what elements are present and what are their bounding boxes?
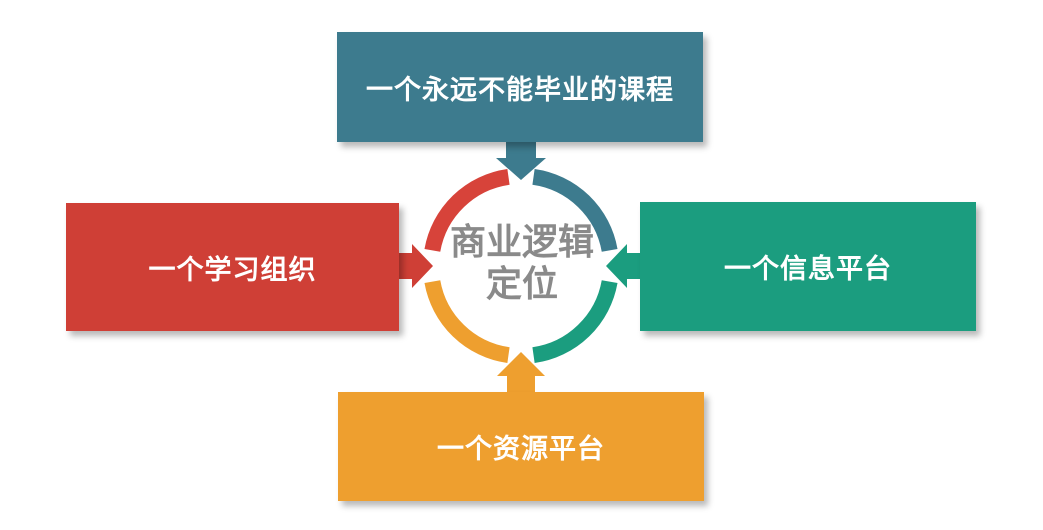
ring-arc-bottom-left — [424, 280, 510, 364]
cycle-ring — [424, 168, 618, 364]
box-lifelong-course-label: 一个永远不能毕业的课程 — [366, 74, 674, 106]
ring-arc-bottom-right — [532, 280, 618, 364]
connector-arrows — [399, 142, 640, 392]
center-label-line2: 定位 — [485, 264, 558, 305]
arrow-from-bottom — [497, 352, 545, 392]
box-resource-platform-label: 一个资源平台 — [437, 434, 605, 465]
ring-arc-top-right — [532, 168, 618, 252]
center-label: 商业逻辑 定位 — [433, 222, 611, 306]
box-information-platform-label: 一个信息平台 — [724, 254, 892, 285]
arrow-from-right — [606, 244, 640, 288]
box-learning-organization-label: 一个学习组织 — [148, 254, 317, 286]
arrow-from-left — [399, 244, 433, 288]
ring-arc-top-left — [424, 168, 510, 252]
box-learning-organization: 一个学习组织 — [66, 203, 399, 331]
center-label-line1: 商业逻辑 — [449, 222, 594, 263]
box-information-platform: 一个信息平台 — [640, 202, 976, 331]
box-resource-platform: 一个资源平台 — [338, 392, 704, 501]
box-lifelong-course: 一个永远不能毕业的课程 — [337, 32, 703, 142]
arrow-from-top — [496, 142, 546, 180]
